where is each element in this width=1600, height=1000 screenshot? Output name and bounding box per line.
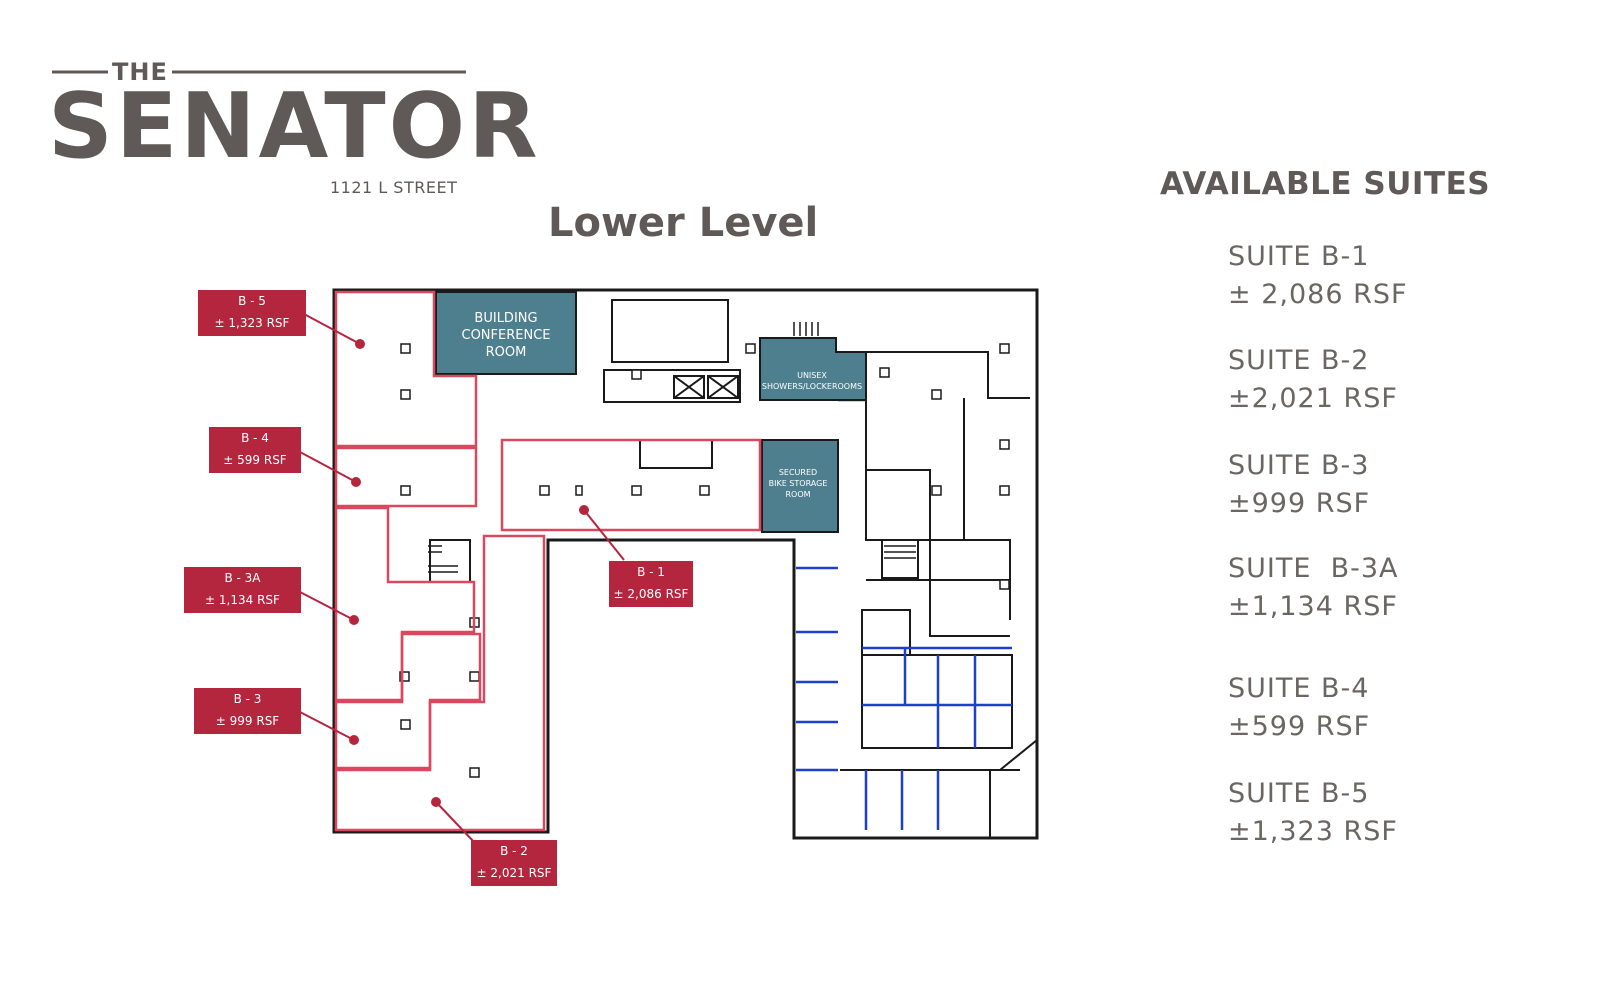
suite-name: SUITE B-1 bbox=[1228, 241, 1370, 272]
showers-label-1: UNISEX bbox=[797, 371, 827, 380]
conference-room-label-1: BUILDING bbox=[474, 311, 537, 326]
stairs bbox=[428, 322, 916, 573]
suite-b1-outline bbox=[500, 438, 762, 532]
bike-storage-label-3: ROOM bbox=[785, 490, 810, 499]
suite-name: SUITE B-5 bbox=[1228, 778, 1370, 809]
amenity-rooms bbox=[435, 291, 867, 533]
suite-b5-outline bbox=[334, 290, 478, 448]
suite-area: ±2,021 RSF bbox=[1228, 383, 1398, 414]
suite-tag-id: B - 5 bbox=[238, 294, 266, 308]
logo-address: 1121 L STREET bbox=[330, 178, 458, 197]
suite-area: ±999 RSF bbox=[1228, 488, 1371, 519]
suite-entry-b4[interactable]: SUITE B-4 ±599 RSF bbox=[1228, 670, 1548, 746]
suite-outlines bbox=[334, 290, 762, 832]
suite-entry-b3[interactable]: SUITE B-3 ±999 RSF bbox=[1228, 447, 1548, 523]
bike-storage-label-1: SECURED bbox=[779, 468, 817, 477]
suite-tag-b2[interactable]: B - 2 ± 2,021 RSF bbox=[471, 840, 557, 886]
interior-walls bbox=[429, 299, 1038, 838]
conference-room-label-2: CONFERENCE bbox=[462, 328, 551, 343]
office-partitions bbox=[796, 398, 1012, 830]
suite-tag-area: ± 2,021 RSF bbox=[476, 866, 552, 880]
suite-name: SUITE B-4 bbox=[1228, 673, 1370, 704]
suite-b3a-outline bbox=[334, 506, 476, 702]
suite-b3-outline bbox=[334, 632, 482, 770]
suite-entry-b3a[interactable]: SUITE B-3A ±1,134 RSF bbox=[1228, 550, 1548, 626]
suite-area: ±1,323 RSF bbox=[1228, 816, 1398, 847]
suite-area: ±1,134 RSF bbox=[1228, 591, 1398, 622]
suite-leaders bbox=[299, 313, 625, 843]
suite-tag-area: ± 1,323 RSF bbox=[214, 316, 290, 330]
suite-area: ± 2,086 RSF bbox=[1228, 279, 1408, 310]
suite-tag-b3[interactable]: B - 3 ± 999 RSF bbox=[194, 688, 301, 734]
suite-tag-id: B - 2 bbox=[500, 844, 528, 858]
columns bbox=[399, 343, 1010, 778]
suite-name: SUITE B-3A bbox=[1228, 553, 1399, 584]
suite-tag-area: ± 2,086 RSF bbox=[613, 587, 689, 601]
suite-name: SUITE B-3 bbox=[1228, 450, 1370, 481]
suite-entry-b1[interactable]: SUITE B-1 ± 2,086 RSF bbox=[1228, 238, 1548, 314]
showers-label-2: SHOWERS/LOCKEROOMS bbox=[762, 382, 862, 391]
suite-tag-id: B - 3 bbox=[233, 692, 262, 706]
suite-tag-id: B - 4 bbox=[241, 431, 269, 445]
suite-tag-area: ± 1,134 RSF bbox=[205, 593, 280, 607]
suite-tag-b5[interactable]: B - 5 ± 1,323 RSF bbox=[198, 290, 306, 336]
bike-storage-label-2: BIKE STORAGE bbox=[769, 479, 828, 488]
suite-area: ±599 RSF bbox=[1228, 711, 1371, 742]
suite-entry-b5[interactable]: SUITE B-5 ±1,323 RSF bbox=[1228, 775, 1548, 851]
suite-b4-outline bbox=[334, 446, 478, 508]
conference-room-label-3: ROOM bbox=[486, 345, 527, 360]
suite-name: SUITE B-2 bbox=[1228, 345, 1370, 376]
amenity-labels: BUILDING CONFERENCE ROOM UNISEX SHOWERS/… bbox=[462, 311, 863, 499]
suite-tag-b3a[interactable]: B - 3A ± 1,134 RSF bbox=[184, 567, 301, 613]
suite-entry-b2[interactable]: SUITE B-2 ±2,021 RSF bbox=[1228, 342, 1548, 418]
page-title: Lower Level bbox=[548, 200, 819, 246]
logo-name: SENATOR bbox=[48, 74, 541, 179]
logo-the: THE bbox=[112, 58, 168, 86]
suite-b2-outline bbox=[334, 534, 546, 832]
available-suites-title: AVAILABLE SUITES bbox=[1160, 166, 1491, 202]
suite-tag-b4[interactable]: B - 4 ± 599 RSF bbox=[209, 427, 301, 473]
suite-tag-area: ± 999 RSF bbox=[215, 714, 280, 728]
suite-tag-area: ± 599 RSF bbox=[223, 453, 287, 467]
suite-tag-b1[interactable]: B - 1 ± 2,086 RSF bbox=[609, 561, 693, 607]
suite-tag-id: B - 3A bbox=[224, 571, 261, 585]
suite-tag-id: B - 1 bbox=[637, 565, 665, 579]
exterior-walls bbox=[332, 288, 1039, 840]
